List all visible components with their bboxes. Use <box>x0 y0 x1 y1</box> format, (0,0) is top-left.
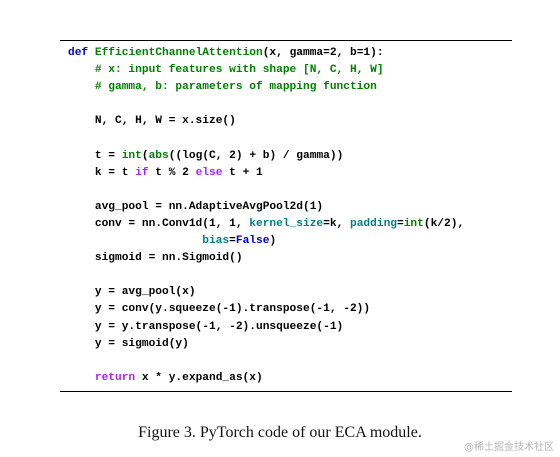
builtin-int: int <box>403 217 424 230</box>
code-line-11: conv = nn.Conv1d(1, 1, kernel_size=k, pa… <box>68 217 465 230</box>
code-line-20: return x * y.expand_as(x) <box>68 371 263 384</box>
builtin-abs: abs <box>148 149 169 162</box>
code-line-6 <box>68 130 464 147</box>
code-line-9 <box>68 182 464 199</box>
code-line-18: y = sigmoid(y) <box>68 337 189 350</box>
code-line-16: y = conv(y.squeeze(-1).transpose(-1, -2)… <box>68 303 371 316</box>
code-line-17: y = y.transpose(-1, -2).unsqueeze(-1) <box>68 320 344 333</box>
keyword-else: else <box>195 166 223 179</box>
function-signature: (x, gamma=2, b=1): <box>262 47 384 59</box>
code-line-7: t = int(abs((log(C, 2) + b) / gamma)) <box>68 149 344 162</box>
top-rule <box>60 40 512 41</box>
code-line-5: N, C, H, W = x.size() <box>68 115 236 128</box>
function-name: EfficientChannelAttention <box>94 47 263 59</box>
bottom-rule <box>60 391 512 392</box>
code-line-1: def EfficientChannelAttention(x, gamma=2… <box>68 45 464 62</box>
code-line-2: # x: input features with shape [N, C, H,… <box>68 64 384 77</box>
code-line-15: y = avg_pool(x) <box>68 286 196 299</box>
keyword-return: return <box>68 371 136 384</box>
code-line-10: avg_pool = nn.AdaptiveAvgPool2d(1) <box>68 200 324 213</box>
code-line-19 <box>68 353 464 370</box>
code-line-3: # gamma, b: parameters of mapping functi… <box>68 81 377 94</box>
builtin-int: int <box>121 149 142 162</box>
code-listing: def EfficientChannelAttention(x, gamma=2… <box>68 45 464 387</box>
kwarg-kernel-size: kernel_size <box>249 217 324 230</box>
code-line-14 <box>68 267 464 284</box>
code-line-4 <box>68 96 464 113</box>
code-line-13: sigmoid = nn.Sigmoid() <box>68 252 243 265</box>
kwarg-bias: bias <box>202 235 230 248</box>
kwarg-padding: padding <box>350 217 397 230</box>
code-line-12: bias=False) <box>202 235 277 248</box>
keyword-def: def <box>68 47 89 59</box>
watermark: @稀土掘金技术社区 <box>464 442 554 453</box>
code-line-8: k = t if t % 2 else t + 1 <box>68 166 263 179</box>
figure-caption: Figure 3. PyTorch code of our ECA module… <box>138 424 422 441</box>
constant-false: False <box>235 235 270 248</box>
keyword-if: if <box>135 166 149 179</box>
